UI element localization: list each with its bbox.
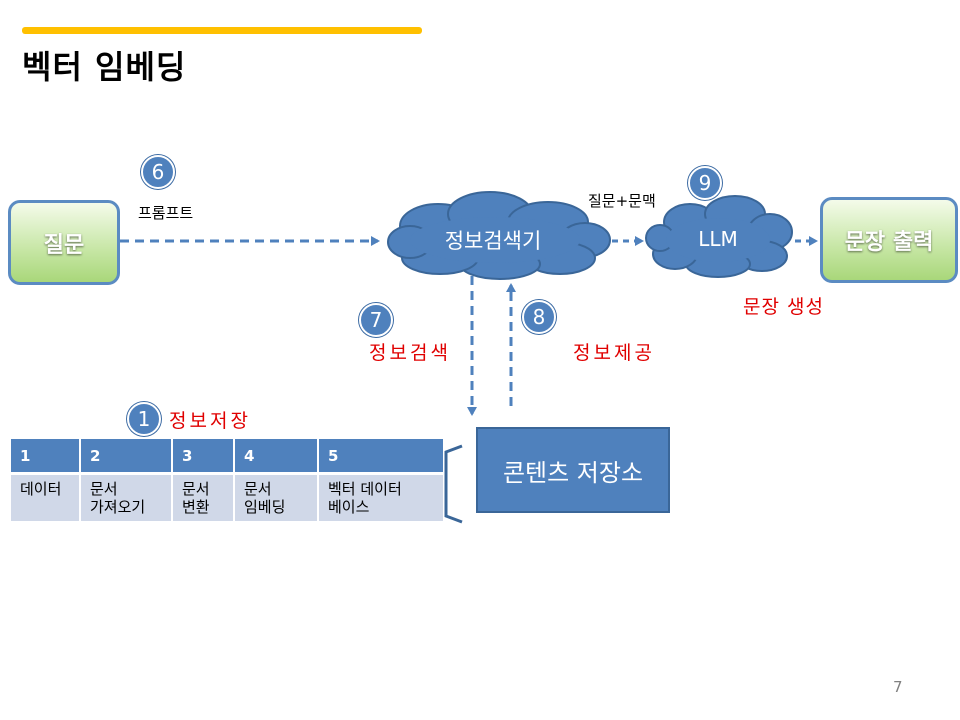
step-marker-9: 9 bbox=[688, 166, 722, 200]
step-marker-7: 7 bbox=[359, 303, 393, 337]
table-header-cell: 2 bbox=[81, 439, 171, 475]
table-header-cell: 1 bbox=[11, 439, 79, 475]
llm-cloud bbox=[645, 195, 793, 278]
title-accent-bar bbox=[22, 27, 422, 34]
table-cell: 문서 가져오기 bbox=[81, 475, 171, 521]
info-store-label: 정보저장 bbox=[169, 410, 251, 432]
table-cell: 문서 임베딩 bbox=[235, 475, 317, 521]
table-header-row: 1 2 3 4 5 bbox=[11, 439, 443, 475]
content-store-box: 콘텐츠 저장소 bbox=[476, 427, 670, 513]
prompt-label: 프롬프트 bbox=[138, 204, 194, 222]
slide-title: 벡터 임베딩 bbox=[22, 48, 187, 86]
table-row: 데이터 문서 가져오기 문서 변환 문서 임베딩 벡터 데이터 베이스 bbox=[11, 475, 443, 521]
llm-label: LLM bbox=[698, 227, 738, 251]
table-cell: 벡터 데이터 베이스 bbox=[319, 475, 443, 521]
table-store-bracket bbox=[444, 444, 463, 524]
table-header-cell: 3 bbox=[173, 439, 233, 475]
info-provide-label: 정보제공 bbox=[573, 342, 655, 364]
pipeline-steps-table: 1 2 3 4 5 데이터 문서 가져오기 문서 변환 문서 임베딩 벡터 데이… bbox=[9, 439, 445, 521]
retriever-cloud bbox=[387, 191, 611, 280]
step-marker-1: 1 bbox=[127, 402, 161, 436]
step-marker-8: 8 bbox=[522, 300, 556, 334]
question-context-label: 질문+문맥 bbox=[588, 192, 656, 210]
table-cell: 데이터 bbox=[11, 475, 79, 521]
question-box: 질문 bbox=[8, 200, 120, 285]
page-number: 7 bbox=[893, 678, 903, 696]
table-header-cell: 5 bbox=[319, 439, 443, 475]
info-search-label: 정보검색 bbox=[369, 342, 451, 364]
step-marker-6: 6 bbox=[141, 155, 175, 189]
retriever-label: 정보검색기 bbox=[444, 229, 542, 253]
table-header-cell: 4 bbox=[235, 439, 317, 475]
sentence-generation-label: 문장 생성 bbox=[743, 296, 824, 318]
sentence-output-box: 문장 출력 bbox=[820, 197, 958, 283]
table-cell: 문서 변환 bbox=[173, 475, 233, 521]
